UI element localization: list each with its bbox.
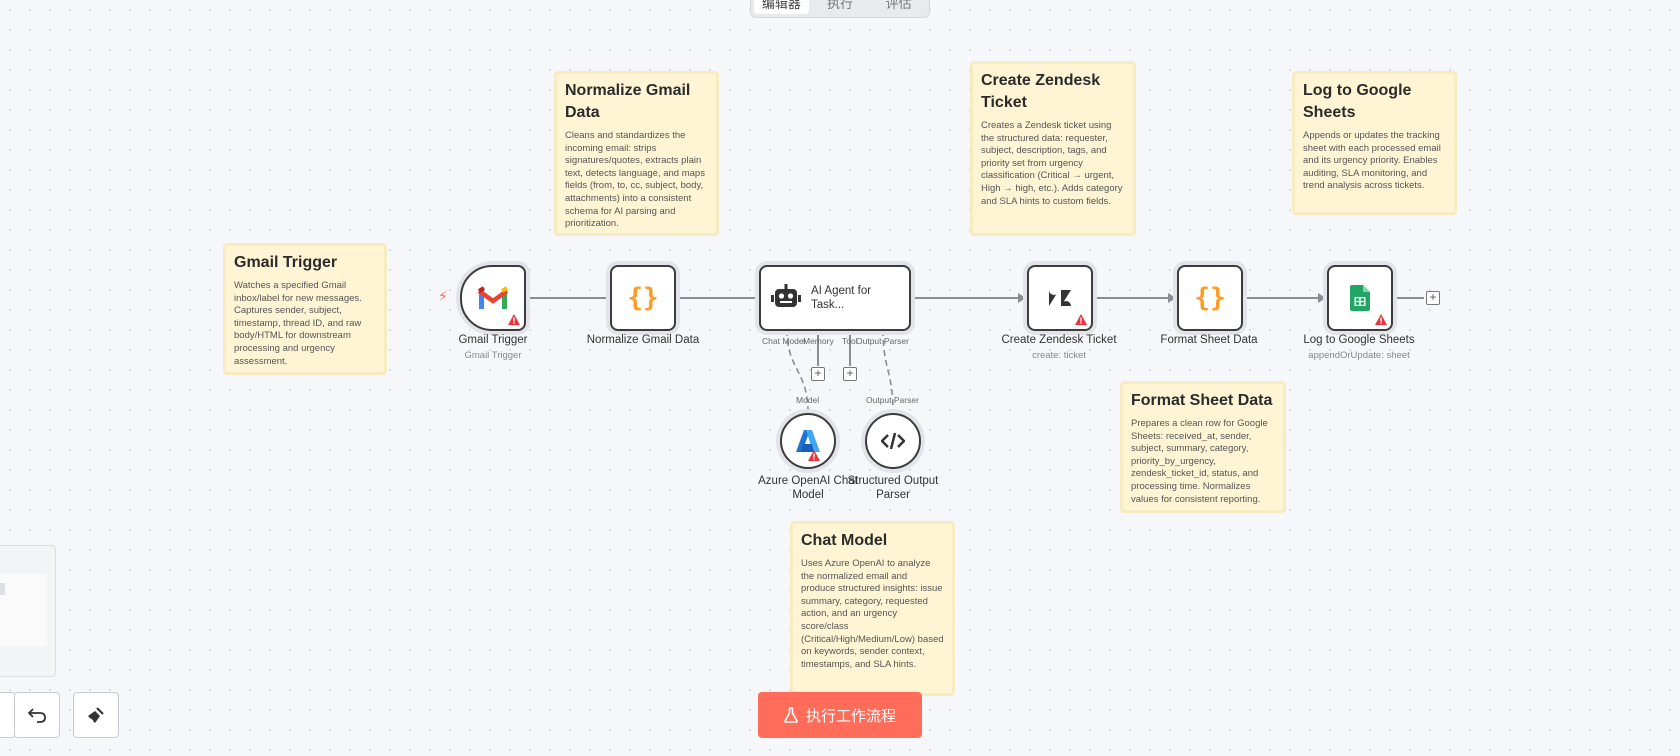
node-label: AI Agent for Task... bbox=[811, 285, 872, 311]
note-body: Cleans and standardizes the incoming ema… bbox=[565, 130, 705, 230]
gmail-icon bbox=[478, 286, 508, 309]
side-panel[interactable] bbox=[0, 545, 56, 677]
clear-execution-button[interactable] bbox=[73, 692, 119, 738]
azure-icon bbox=[796, 430, 820, 452]
sticky-note-sheets[interactable]: Log to Google Sheets Appends or updates … bbox=[1292, 71, 1457, 215]
port-label-tool: Tool bbox=[842, 336, 858, 346]
node-azure-openai-chat-model[interactable] bbox=[780, 413, 836, 469]
warning-icon bbox=[1375, 314, 1387, 325]
arrowhead bbox=[1018, 293, 1026, 303]
code-tag-icon bbox=[881, 432, 905, 450]
trigger-bolt-icon: ⚡ bbox=[438, 288, 448, 304]
note-body: Prepares a clean row for Google Sheets: … bbox=[1131, 418, 1268, 505]
sticky-note-format[interactable]: Format Sheet Data Prepares a clean row f… bbox=[1120, 381, 1286, 513]
tab-editor[interactable]: 编辑器 bbox=[754, 0, 809, 14]
node-label: Format Sheet Data bbox=[1160, 334, 1258, 346]
note-title: Create Zendesk Ticket bbox=[981, 72, 1101, 111]
connection-model-azure bbox=[786, 329, 809, 414]
sticky-note-chat-model[interactable]: Chat Model Uses Azure OpenAI to analyze … bbox=[790, 521, 955, 696]
note-title: Gmail Trigger bbox=[234, 254, 338, 271]
side-panel-content bbox=[0, 574, 47, 646]
note-body: Appends or updates the tracking sheet wi… bbox=[1303, 130, 1441, 192]
note-title: Format Sheet Data bbox=[1131, 392, 1273, 409]
note-body: Uses Azure OpenAI to analyze the normali… bbox=[801, 558, 944, 670]
node-label: Azure OpenAI Chat Model bbox=[758, 475, 858, 501]
add-tool-button[interactable]: + bbox=[843, 367, 857, 381]
warning-icon bbox=[508, 314, 520, 325]
node-subtitle: appendOrUpdate: sheet bbox=[1308, 350, 1410, 361]
node-normalize-gmail-data[interactable]: {} bbox=[610, 265, 676, 331]
subnode-port-label-parser: Output Parser bbox=[866, 395, 919, 405]
sticky-note-gmail-trigger[interactable]: Gmail Trigger Watches a specified Gmail … bbox=[223, 243, 387, 375]
robot-icon bbox=[771, 284, 801, 307]
tab-executions[interactable]: 执行 bbox=[827, 0, 854, 11]
sticky-note-zendesk[interactable]: Create Zendesk Ticket Creates a Zendesk … bbox=[970, 61, 1136, 236]
undo-icon bbox=[28, 708, 46, 723]
undo-button[interactable] bbox=[14, 692, 60, 738]
note-title: Log to Google Sheets bbox=[1303, 82, 1412, 121]
node-create-zendesk-ticket[interactable] bbox=[1027, 265, 1093, 331]
arrowhead bbox=[1168, 293, 1176, 303]
arrowhead bbox=[1318, 293, 1326, 303]
code-braces-icon: {} bbox=[627, 283, 659, 313]
port-label-memory: Memory bbox=[803, 336, 834, 346]
node-log-to-google-sheets[interactable] bbox=[1327, 265, 1393, 331]
warning-icon bbox=[808, 450, 820, 461]
node-gmail-trigger[interactable] bbox=[460, 265, 526, 331]
node-label: Log to Google Sheets bbox=[1303, 334, 1415, 346]
broom-icon bbox=[88, 707, 104, 723]
subnode-port-label-model: Model bbox=[796, 395, 820, 405]
node-structured-output-parser[interactable] bbox=[865, 413, 921, 469]
node-subtitle: Gmail Trigger bbox=[464, 350, 522, 361]
warning-icon bbox=[1075, 314, 1087, 325]
note-title: Normalize Gmail Data bbox=[565, 82, 691, 121]
node-label: Normalize Gmail Data bbox=[586, 334, 700, 346]
code-braces-icon: {} bbox=[1194, 283, 1226, 313]
note-body: Creates a Zendesk ticket using the struc… bbox=[981, 120, 1123, 207]
flask-icon bbox=[784, 707, 798, 723]
port-label-chat-model: Chat Model bbox=[762, 336, 806, 346]
node-label: Gmail Trigger bbox=[458, 334, 528, 346]
run-workflow-label: 执行工作流程 bbox=[805, 707, 896, 725]
view-tabs: 编辑器 执行 评估 bbox=[750, 0, 930, 18]
run-workflow-button[interactable]: 执行工作流程 bbox=[758, 692, 922, 738]
node-label: Structured Output Parser bbox=[847, 475, 939, 501]
zendesk-icon bbox=[1049, 290, 1071, 306]
node-subtitle: create: ticket bbox=[1032, 350, 1086, 361]
note-body: Watches a specified Gmail inbox/label fo… bbox=[234, 280, 362, 367]
node-ai-agent[interactable]: AI Agent for Task... bbox=[759, 265, 911, 331]
port-label-output-parser: Output Parser bbox=[856, 336, 909, 346]
connection-parser bbox=[882, 329, 894, 414]
side-panel-marker bbox=[0, 583, 5, 595]
note-title: Chat Model bbox=[801, 532, 888, 549]
add-memory-button[interactable]: + bbox=[811, 367, 825, 381]
node-label: Create Zendesk Ticket bbox=[1001, 334, 1117, 346]
google-sheets-icon bbox=[1350, 285, 1370, 311]
sticky-note-normalize[interactable]: Normalize Gmail Data Cleans and standard… bbox=[554, 71, 719, 236]
add-node-button[interactable]: + bbox=[1426, 291, 1440, 305]
node-format-sheet-data[interactable]: {} bbox=[1177, 265, 1243, 331]
tab-evaluations[interactable]: 评估 bbox=[885, 0, 912, 11]
